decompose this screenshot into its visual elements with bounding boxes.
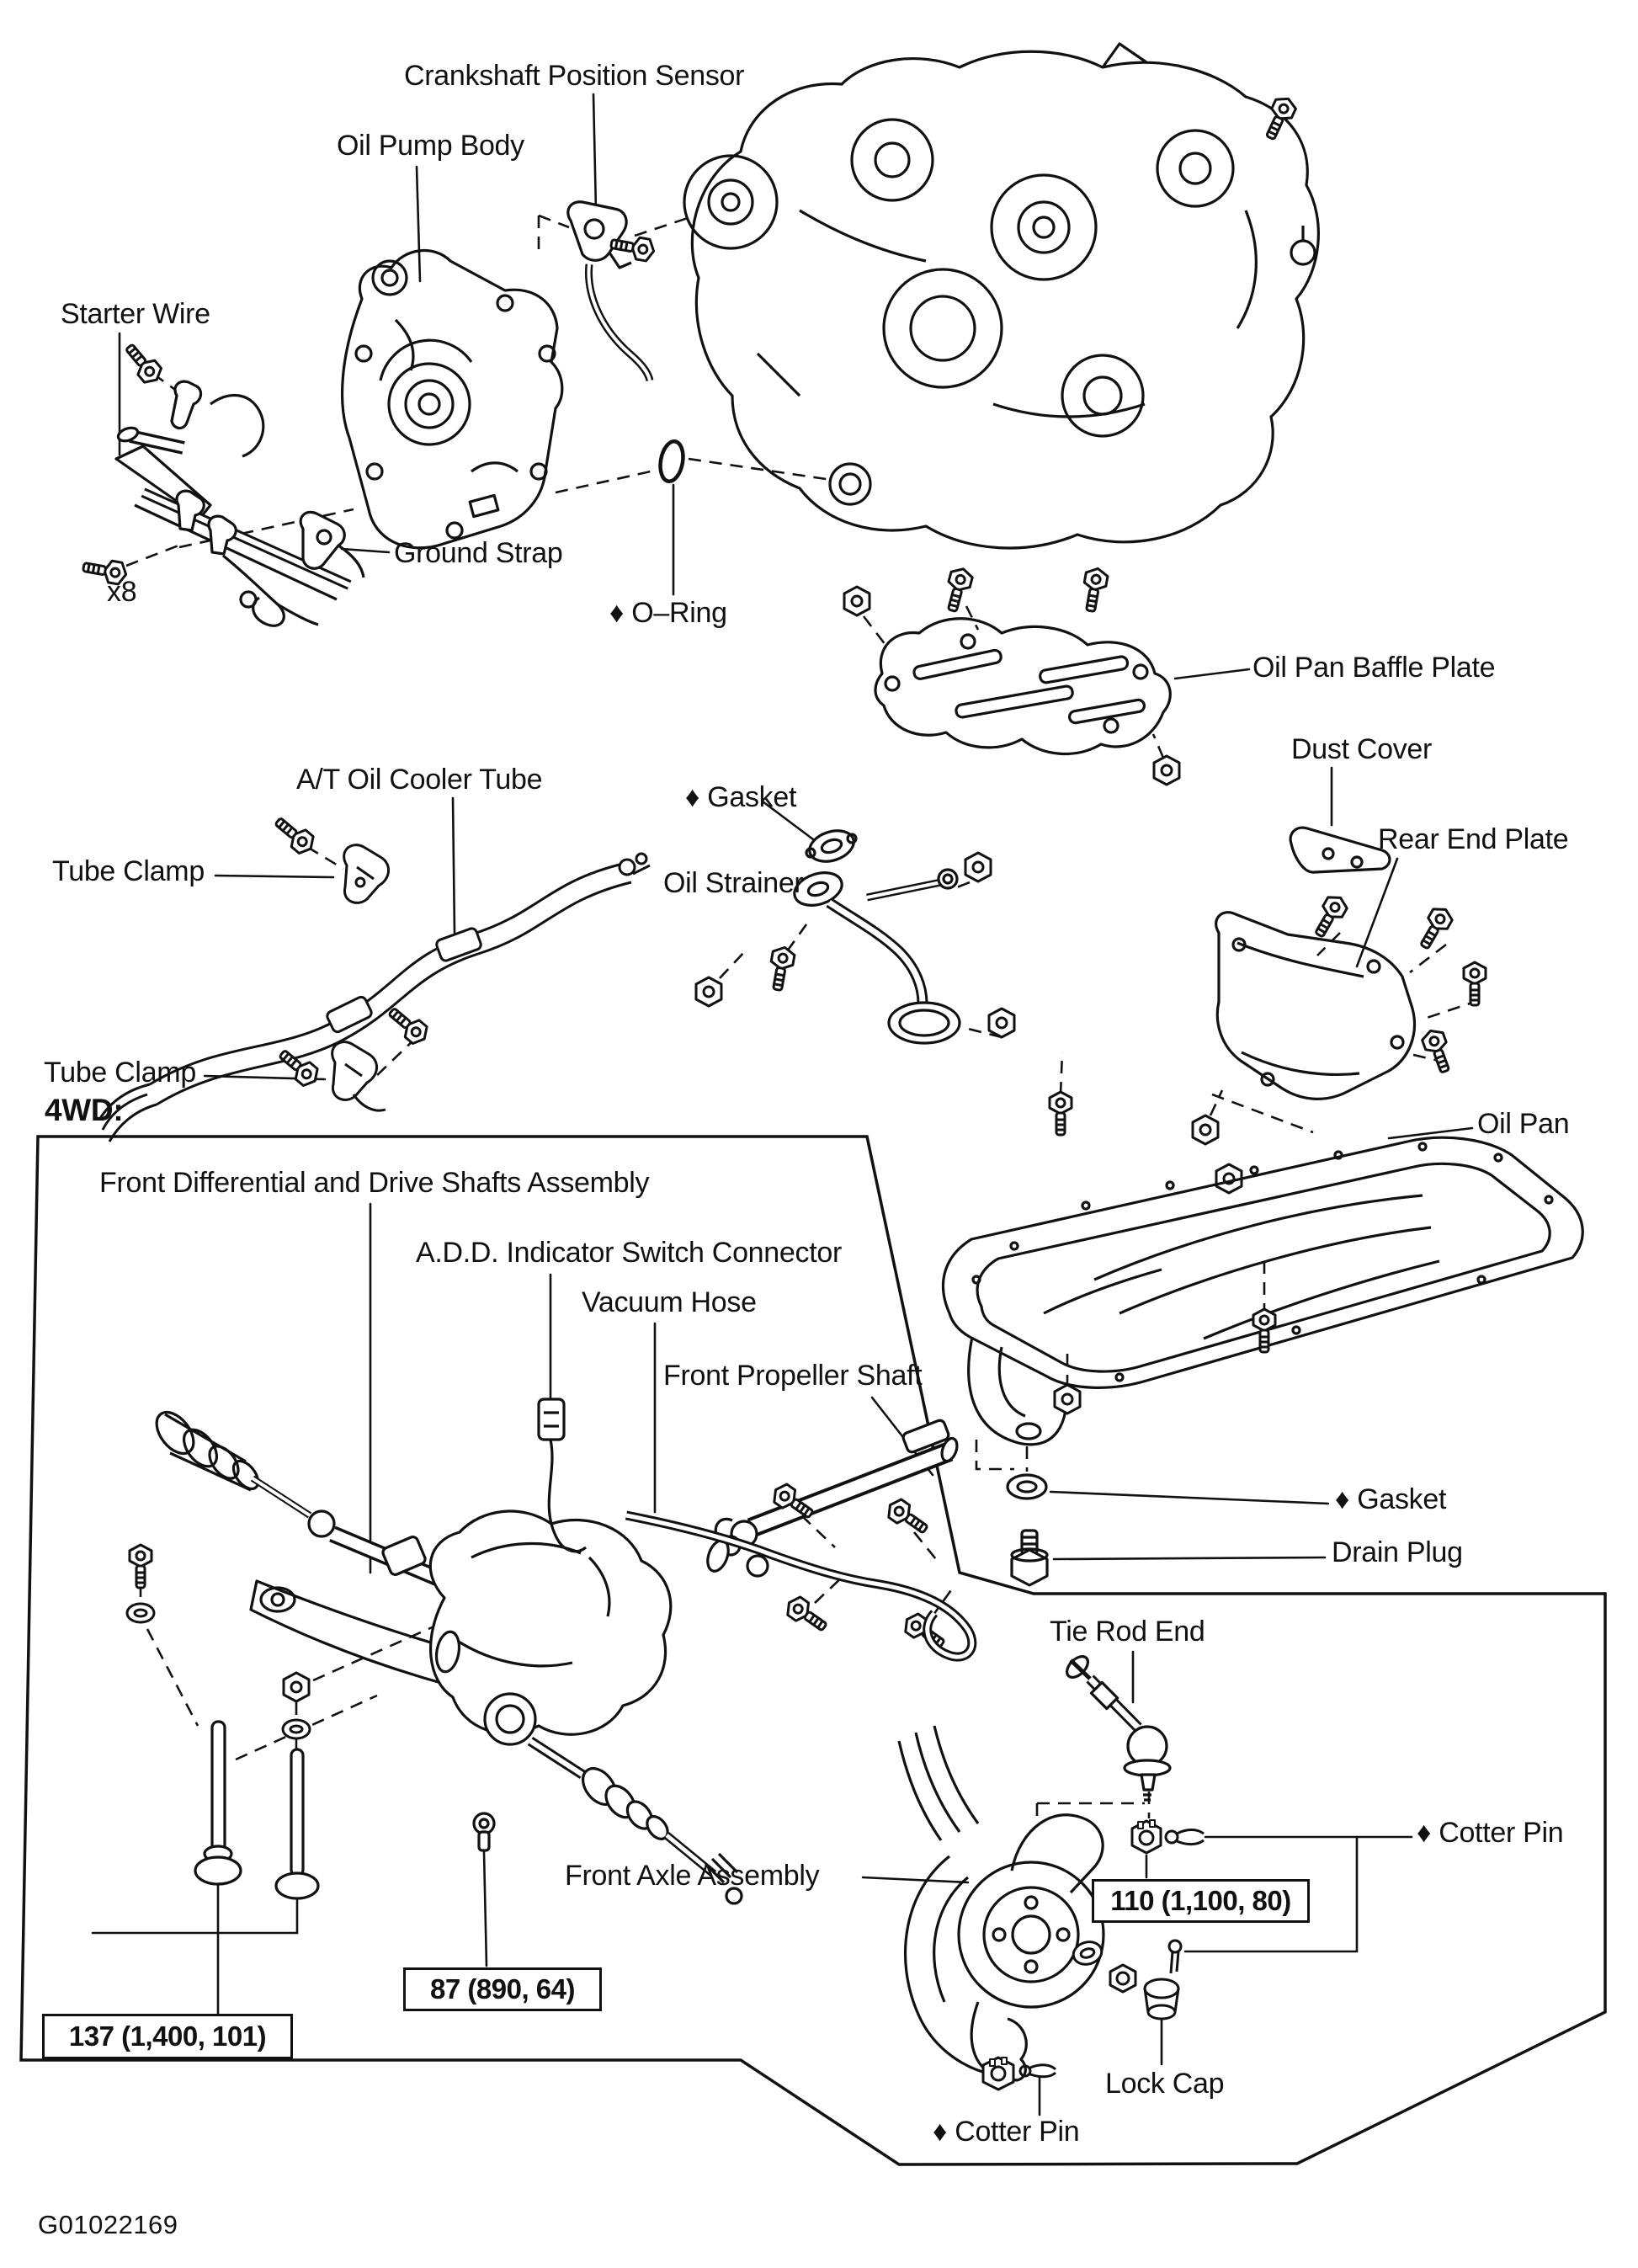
starter-wire-illustration (80, 338, 352, 627)
oil-pump-body-illustration (340, 248, 564, 550)
dust-cover-illustration (1289, 826, 1391, 874)
label-oil-pan-baffle-plate: Oil Pan Baffle Plate (1252, 652, 1496, 684)
torque-box-crossmember: 137 (1,400, 101) (42, 2014, 293, 2059)
bolt-icon (128, 1543, 153, 1589)
label-drain-plug: Drain Plug (1332, 1536, 1463, 1568)
label-tube-clamp-lower: Tube Clamp (44, 1057, 196, 1089)
nut-icon (964, 851, 992, 883)
label-gasket-strainer: ♦ Gasket (685, 781, 797, 813)
fourwd-box-outline (19, 1135, 1607, 2166)
bolt-icon (1462, 961, 1487, 1007)
rear-end-plate-illustration (1191, 891, 1487, 1195)
label-lock-cap: Lock Cap (1105, 2068, 1225, 2100)
bolt-icon (1308, 891, 1352, 942)
oil-pan-baffle-plate-illustration (843, 564, 1181, 786)
bolt-icon (383, 1001, 433, 1049)
bolt-icon (781, 1592, 832, 1638)
drain-plug-illustration (1006, 1473, 1049, 1587)
label-gasket-drain: ♦ Gasket (1335, 1483, 1447, 1515)
label-cotter-pin-bottom: ♦ Cotter Pin (933, 2116, 1080, 2148)
label-oil-pan: Oil Pan (1477, 1108, 1570, 1140)
at-oil-cooler-tube-illustration (98, 811, 651, 1142)
figure-code: G01022169 (38, 2210, 178, 2239)
nut-icon (987, 1007, 1016, 1039)
label-front-axle-assembly: Front Axle Assembly (565, 1860, 820, 1892)
hub-fasteners-illustration (981, 1819, 1205, 2091)
bolt-icon (269, 811, 320, 859)
label-oil-pump-body: Oil Pump Body (337, 130, 524, 162)
front-axle-assembly-illustration (897, 1725, 1105, 2082)
label-cotter-pin-right: ♦ Cotter Pin (1417, 1817, 1564, 1849)
variant-heading: 4WD: (45, 1093, 124, 1127)
oil-strainer-illustration (694, 829, 1073, 1137)
torque-box-diff-mount: 87 (890, 64) (403, 1967, 602, 2011)
tie-rod-end-illustration (1066, 1655, 1172, 1802)
nut-icon (843, 585, 871, 617)
nut-icon (1191, 1114, 1220, 1146)
nut-icon (1053, 1383, 1082, 1415)
bolt-icon (1418, 1025, 1457, 1077)
nut-icon (1152, 754, 1181, 786)
label-dust-cover: Dust Cover (1291, 733, 1433, 765)
bolt-icon (1048, 1090, 1073, 1137)
dashed-lines (125, 214, 1481, 1970)
crankshaft-position-sensor-illustration (566, 200, 657, 382)
nut-icon (282, 1671, 311, 1703)
label-crankshaft-position-sensor: Crankshaft Position Sensor (404, 60, 745, 92)
label-bolt-count: x8 (107, 576, 137, 608)
label-tie-rod-end: Tie Rod End (1050, 1616, 1205, 1648)
label-ground-strap: Ground Strap (394, 537, 563, 569)
label-add-indicator-switch-connector: A.D.D. Indicator Switch Connector (416, 1237, 842, 1269)
washer-icon (125, 1602, 156, 1624)
bolt-icon (765, 944, 797, 993)
bolt-icon (1078, 565, 1110, 615)
bolt-icon (119, 338, 167, 389)
engine-block-illustration (683, 42, 1320, 550)
label-at-oil-cooler-tube: A/T Oil Cooler Tube (296, 764, 543, 796)
torque-box-tie-rod: 110 (1,100, 80) (1092, 1879, 1310, 1923)
front-differential-illustration (125, 1398, 977, 1905)
label-front-propeller-shaft: Front Propeller Shaft (663, 1360, 923, 1392)
label-starter-wire: Starter Wire (61, 298, 210, 330)
o-ring-illustration (658, 439, 685, 483)
ground-strap-illustration (299, 510, 365, 578)
bolt-icon (1258, 93, 1300, 144)
label-front-differential: Front Differential and Drive Shafts Asse… (99, 1167, 650, 1199)
label-o-ring: ♦ O–Ring (609, 597, 727, 629)
label-rear-end-plate: Rear End Plate (1378, 823, 1569, 855)
bolt-icon (940, 564, 976, 615)
label-oil-strainer: Oil Strainer (663, 867, 804, 899)
bolt-icon (882, 1494, 933, 1541)
nut-icon (694, 976, 723, 1008)
washer-icon (281, 1718, 311, 1740)
label-vacuum-hose: Vacuum Hose (582, 1286, 757, 1318)
bolt-icon (1413, 902, 1457, 954)
label-tube-clamp-upper: Tube Clamp (52, 855, 205, 887)
oil-pan-illustration (942, 1136, 1584, 1446)
